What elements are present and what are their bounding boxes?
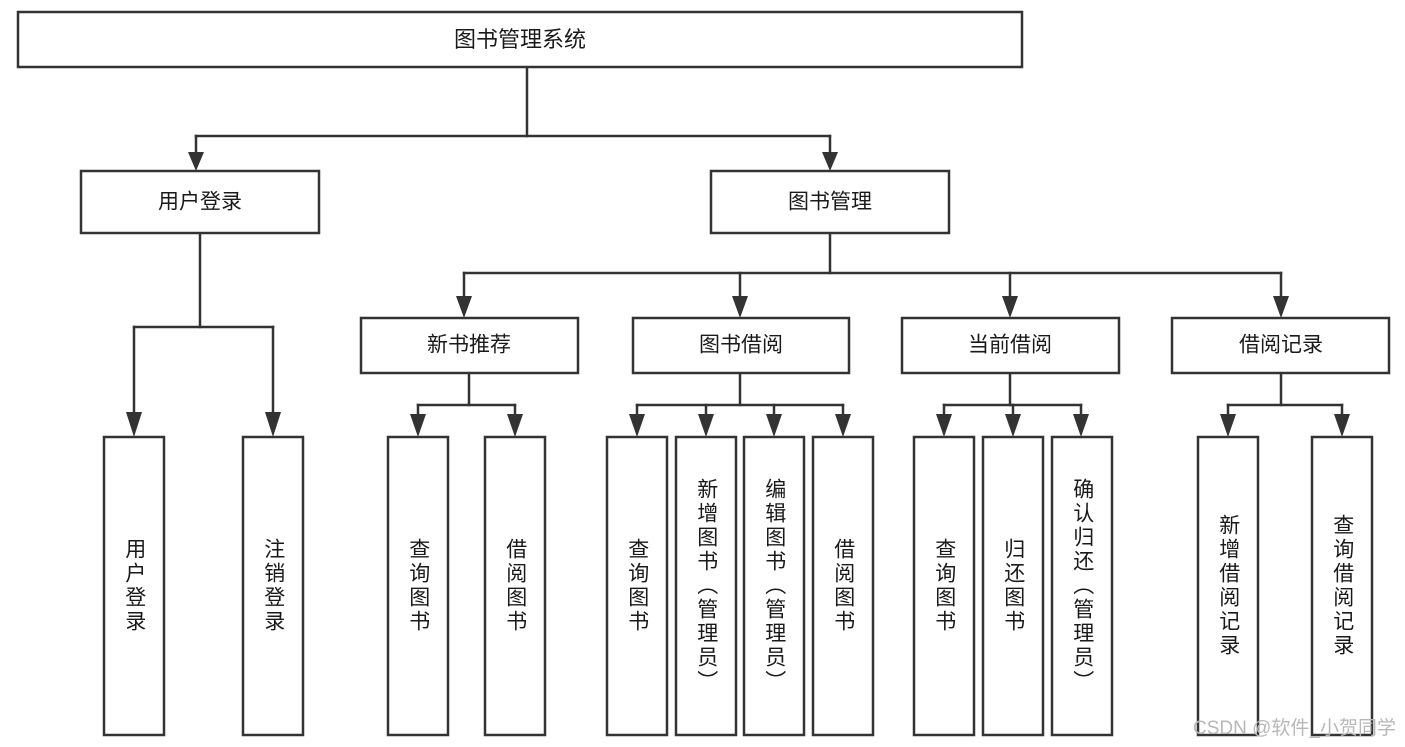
- node-leaf-query-record[interactable]: [1310, 435, 1374, 737]
- node-leaf-query-book-rec[interactable]: [386, 435, 450, 737]
- node-leaf-add-record[interactable]: [1196, 435, 1260, 737]
- node-user-login[interactable]: [79, 169, 321, 235]
- arrowhead-leaf-user-login: [126, 412, 142, 437]
- arrowhead-leaf-query-book-rec: [410, 414, 426, 437]
- node-leaf-query-book-borrow[interactable]: [605, 435, 669, 737]
- csdn-watermark: CSDN @软件_小贺同学: [1193, 718, 1396, 739]
- label-book-borrow: 图书借阅: [699, 334, 783, 357]
- node-leaf-user-login[interactable]: [102, 435, 166, 737]
- arrowhead-leaf-borrow-book-rec: [507, 414, 523, 437]
- node-leaf-return-book[interactable]: [981, 435, 1045, 737]
- arrowhead-leaf-edit-book: [766, 414, 782, 437]
- node-layer: [16, 10, 1391, 737]
- node-leaf-confirm-return[interactable]: [1050, 435, 1114, 737]
- node-leaf-query-book-cur[interactable]: [912, 435, 976, 737]
- node-leaf-edit-book[interactable]: [742, 435, 806, 737]
- label-new-book-rec: 新书推荐: [427, 334, 511, 357]
- label-book-manage: 图书管理: [788, 191, 872, 214]
- node-borrow-record[interactable]: [1170, 316, 1391, 375]
- arrowhead-leaf-query-book-borrow: [629, 414, 645, 437]
- node-book-borrow[interactable]: [631, 316, 851, 375]
- node-root[interactable]: [16, 10, 1024, 69]
- arrowhead-leaf-add-book: [698, 414, 714, 437]
- node-leaf-borrow-book-rec[interactable]: [483, 435, 547, 737]
- label-current-borrow: 当前借阅: [968, 334, 1052, 357]
- arrowhead-borrow-record: [1273, 296, 1289, 318]
- arrowhead-leaf-return-book: [1005, 414, 1021, 437]
- label-user-login: 用户登录: [158, 191, 242, 214]
- arrowhead-book-manage: [822, 152, 838, 171]
- node-leaf-add-book[interactable]: [674, 435, 738, 737]
- arrowhead-leaf-user-logout: [265, 412, 281, 437]
- arrowhead-user-login: [188, 152, 204, 171]
- node-leaf-user-logout[interactable]: [241, 435, 305, 737]
- node-new-book-rec[interactable]: [359, 316, 580, 375]
- connector-layer: [126, 65, 1350, 437]
- arrowhead-leaf-borrow-book: [835, 414, 851, 437]
- arrowhead-leaf-confirm-return: [1073, 414, 1089, 437]
- arrowhead-book-borrow: [732, 296, 748, 318]
- arrowhead-current-borrow: [1002, 296, 1018, 318]
- node-book-manage[interactable]: [709, 169, 951, 235]
- label-borrow-record: 借阅记录: [1239, 334, 1323, 357]
- node-current-borrow[interactable]: [900, 316, 1121, 375]
- arrowhead-leaf-query-record: [1334, 414, 1350, 437]
- arrowhead-new-book-rec: [456, 296, 472, 318]
- node-leaf-borrow-book[interactable]: [811, 435, 875, 737]
- horizontal-label-layer: 图书管理系统 用户登录 图书管理 新书推荐 图书借阅 当前借阅 借阅记录: [158, 27, 1323, 357]
- label-root: 图书管理系统: [454, 27, 586, 52]
- arrowhead-leaf-add-record: [1220, 414, 1236, 437]
- arrowhead-leaf-query-book-cur: [936, 414, 952, 437]
